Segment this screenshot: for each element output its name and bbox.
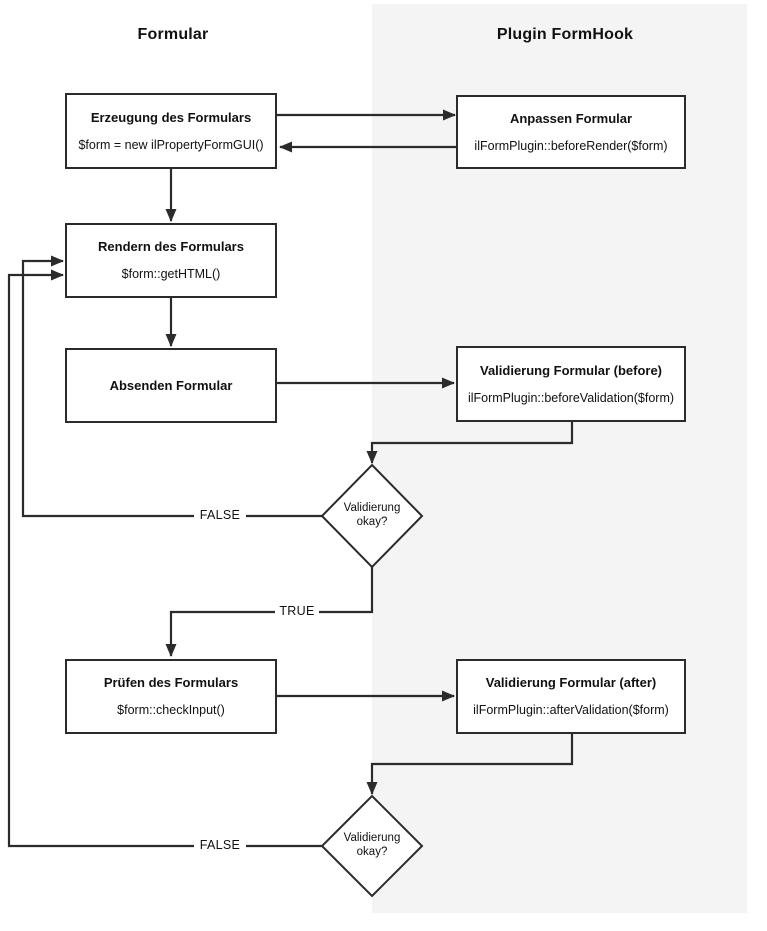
edge-label-false-1: FALSE (194, 507, 246, 524)
decision-2-label: Validierung okay? (322, 831, 422, 859)
node-absenden-formular: Absenden Formular (65, 348, 277, 423)
lane-header-plugin-formhook: Plugin FormHook (496, 26, 634, 43)
edge-validate-before-to-decision1 (366, 422, 574, 464)
node-validierung-formular-after: Validierung Formular (after) ilFormPlugi… (456, 659, 686, 734)
decision-1-label: Validierung okay? (322, 501, 422, 529)
node-pruefen-des-formulars: Prüfen des Formulars $form::checkInput() (65, 659, 277, 734)
node-title: Erzeugung des Formulars (90, 109, 252, 125)
edge-decision2-false-to-render (7, 269, 322, 848)
decision-2-line2: okay? (356, 846, 388, 858)
edge-label-false-2: FALSE (194, 837, 246, 854)
edge-validate-after-to-decision2 (366, 734, 574, 795)
decision-1-line2: okay? (356, 516, 388, 528)
edge-label-true: TRUE (275, 603, 319, 620)
node-code: ilFormPlugin::afterValidation($form) (473, 703, 669, 717)
node-rendern-des-formulars: Rendern des Formulars $form::getHTML() (65, 223, 277, 298)
node-title: Validierung Formular (after) (485, 675, 657, 690)
node-code: $form::getHTML() (121, 267, 221, 281)
decision-1-line1: Validierung (343, 502, 401, 514)
node-title: Rendern des Formulars (98, 239, 244, 254)
node-title: Absenden Formular (109, 377, 233, 393)
decision-diamond-2 (320, 794, 424, 898)
edge-decision1-false-to-render (21, 255, 322, 518)
node-code: $form::checkInput() (117, 703, 225, 717)
node-code: ilFormPlugin::beforeValidation($form) (467, 390, 675, 405)
node-code: ilFormPlugin::beforeRender($form) (474, 138, 668, 153)
decision-2-line1: Validierung (343, 832, 401, 844)
node-title: Validierung Formular (before) (479, 362, 663, 378)
node-title: Prüfen des Formulars (103, 675, 239, 690)
node-anpassen-formular: Anpassen Formular ilFormPlugin::beforeRe… (456, 95, 686, 169)
node-validierung-formular-before: Validierung Formular (before) ilFormPlug… (456, 346, 686, 422)
edge-decision1-true-to-check (165, 567, 374, 657)
decision-diamond-1 (320, 463, 424, 569)
lane-header-formular: Formular (137, 26, 209, 43)
node-title: Anpassen Formular (509, 110, 633, 126)
node-code: $form = new ilPropertyFormGUI() (78, 137, 264, 152)
node-erzeugung-des-formulars: Erzeugung des Formulars $form = new ilPr… (65, 93, 277, 169)
